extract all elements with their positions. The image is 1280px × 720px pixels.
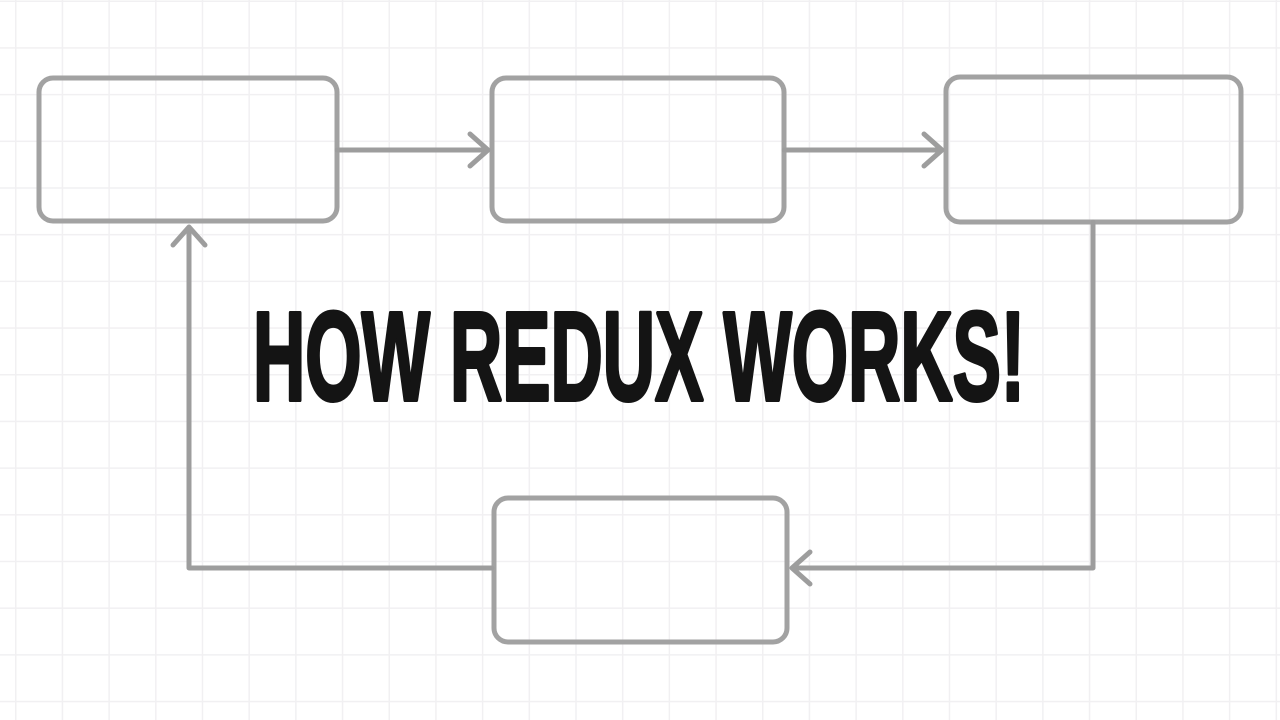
- flow-box-top-left: [36, 75, 340, 224]
- arrowhead-left-icon: [789, 549, 813, 587]
- page-title: HOW REDUX WORKS!: [253, 286, 1025, 427]
- arrow-top-right-to-bottom-box: [791, 219, 1096, 571]
- arrowhead-right-icon: [921, 131, 945, 169]
- flow-box-top-middle: [489, 75, 787, 224]
- flow-box-top-right: [943, 74, 1244, 225]
- flow-box-bottom: [491, 495, 790, 645]
- arrowhead-up-icon: [170, 224, 208, 248]
- arrow-bottom-box-to-top-left: [186, 226, 495, 571]
- arrowhead-right-icon: [467, 131, 491, 169]
